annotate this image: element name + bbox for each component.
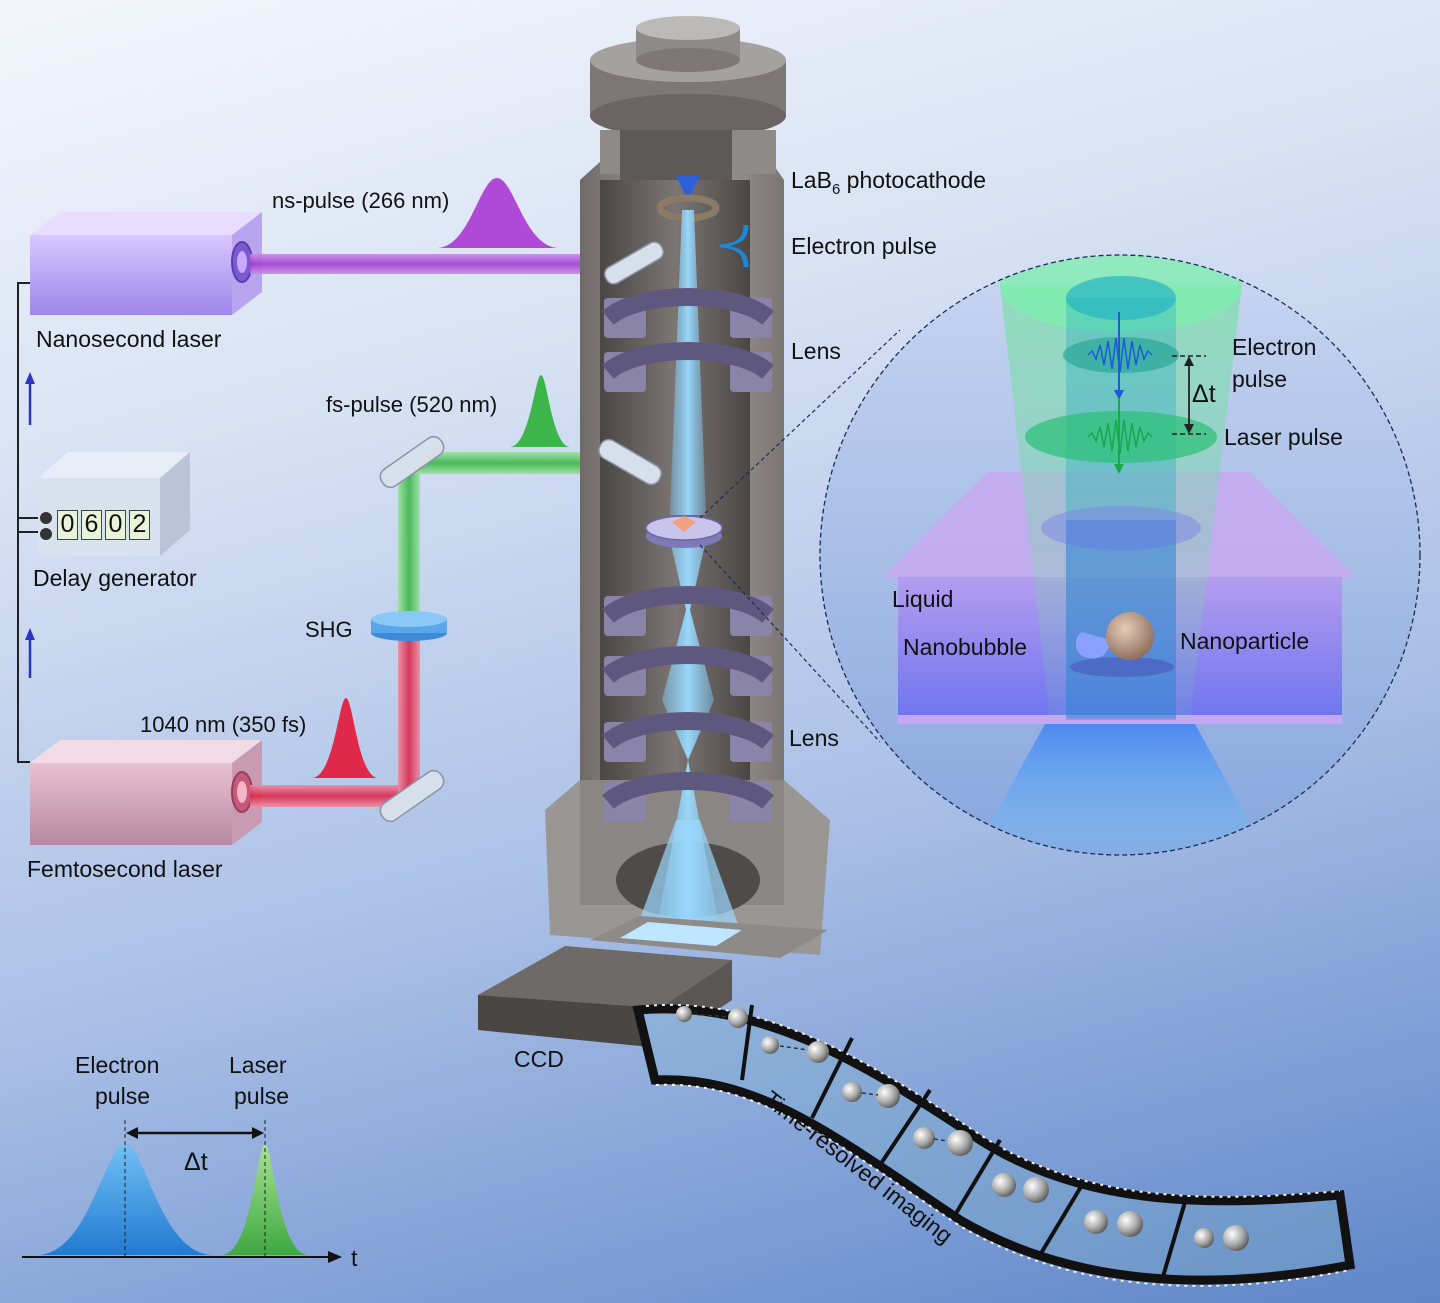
inset-electron-label-1: Electron bbox=[1232, 334, 1316, 360]
delay-digit-3: 0 bbox=[105, 510, 126, 540]
ns-pulse-label: ns-pulse (266 nm) bbox=[272, 188, 449, 213]
photocathode-tip bbox=[676, 176, 700, 200]
shg-crystal bbox=[371, 611, 447, 641]
nanosecond-laser bbox=[30, 212, 262, 315]
trigger-arrowhead-lower bbox=[25, 628, 35, 640]
timing-diagram bbox=[22, 1120, 342, 1263]
inset-laser-disk bbox=[1025, 411, 1217, 463]
inset-delta-t: Δt bbox=[1192, 380, 1216, 408]
green-beam-horizontal bbox=[410, 452, 625, 474]
delay-digit-2: 6 bbox=[81, 510, 102, 540]
zoom-guide-bottom bbox=[699, 544, 881, 743]
ir-beam-horizontal bbox=[250, 785, 408, 807]
inset-laser-cone bbox=[1000, 285, 1242, 720]
mirror-fs-column bbox=[598, 438, 662, 486]
ns-beam bbox=[250, 254, 610, 274]
delay-generator-label: Delay generator bbox=[33, 565, 197, 591]
electron-beam-screen bbox=[634, 820, 742, 935]
time-axis-arrowhead bbox=[328, 1251, 342, 1263]
film-strip bbox=[632, 1004, 1356, 1287]
mirror-ns-column bbox=[603, 241, 665, 285]
inset-electron-disk bbox=[1063, 337, 1179, 373]
delay-generator-box bbox=[38, 452, 190, 556]
timing-delta-t: Δt bbox=[184, 1148, 208, 1176]
film-frames bbox=[676, 1006, 1249, 1251]
delay-digit-4: 2 bbox=[129, 510, 150, 540]
electron-beam-upper bbox=[670, 210, 706, 515]
fs-pulse-shape bbox=[510, 375, 570, 447]
electron-pulse-label: Electron pulse bbox=[791, 233, 937, 259]
lens-lower-label: Lens bbox=[789, 725, 839, 751]
ir-pulse-shape bbox=[312, 698, 378, 778]
inset-laser-label: Laser pulse bbox=[1224, 424, 1343, 450]
nanosecond-laser-label: Nanosecond laser bbox=[36, 326, 222, 352]
lower-lens bbox=[602, 586, 774, 822]
mirror-fs-top-left bbox=[379, 435, 445, 489]
photocathode-label: LaB6 photocathode bbox=[791, 167, 986, 198]
femtosecond-laser-label: Femtosecond laser bbox=[27, 856, 223, 882]
inset-electron-label-2: pulse bbox=[1232, 366, 1287, 392]
ir-pulse-label: 1040 nm (350 fs) bbox=[140, 712, 306, 737]
shg-label: SHG bbox=[305, 617, 353, 642]
upper-lens bbox=[602, 288, 774, 392]
electron-pulse-icon bbox=[719, 224, 749, 268]
nanoparticle-shadow bbox=[1070, 657, 1174, 677]
sample-holder bbox=[645, 515, 723, 548]
timing-electron-label-2: pulse bbox=[95, 1083, 150, 1109]
zoom-guide-top bbox=[699, 329, 901, 519]
timing-laser-label-1: Laser bbox=[229, 1052, 287, 1078]
delay-digit-1: 0 bbox=[57, 510, 78, 540]
ccd-label: CCD bbox=[514, 1046, 564, 1072]
inset-transmitted-beam bbox=[970, 715, 1270, 855]
ir-beam-vertical bbox=[398, 630, 420, 800]
green-beam-vertical bbox=[398, 468, 420, 630]
femtosecond-laser bbox=[30, 740, 262, 845]
inset-liquid-label: Liquid bbox=[892, 586, 953, 612]
inset-border bbox=[819, 254, 1421, 856]
trigger-wire bbox=[17, 282, 40, 763]
timing-electron-label-1: Electron bbox=[75, 1052, 159, 1078]
nanobubble bbox=[1076, 632, 1114, 659]
fs-pulse-label: fs-pulse (520 nm) bbox=[326, 392, 497, 417]
mirror-ir-bottom bbox=[379, 769, 445, 823]
timing-laser-label-2: pulse bbox=[234, 1083, 289, 1109]
lens-upper-label: Lens bbox=[791, 338, 841, 364]
inset-nanobubble-label: Nanobubble bbox=[903, 634, 1027, 660]
ns-pulse-shape bbox=[438, 178, 558, 248]
inset-nanoparticle-label: Nanoparticle bbox=[1180, 628, 1309, 654]
nanoparticle bbox=[1106, 612, 1154, 660]
ccd-screen bbox=[620, 922, 742, 946]
timing-axis-label: t bbox=[351, 1245, 358, 1271]
trigger-arrowhead-upper bbox=[25, 372, 35, 384]
